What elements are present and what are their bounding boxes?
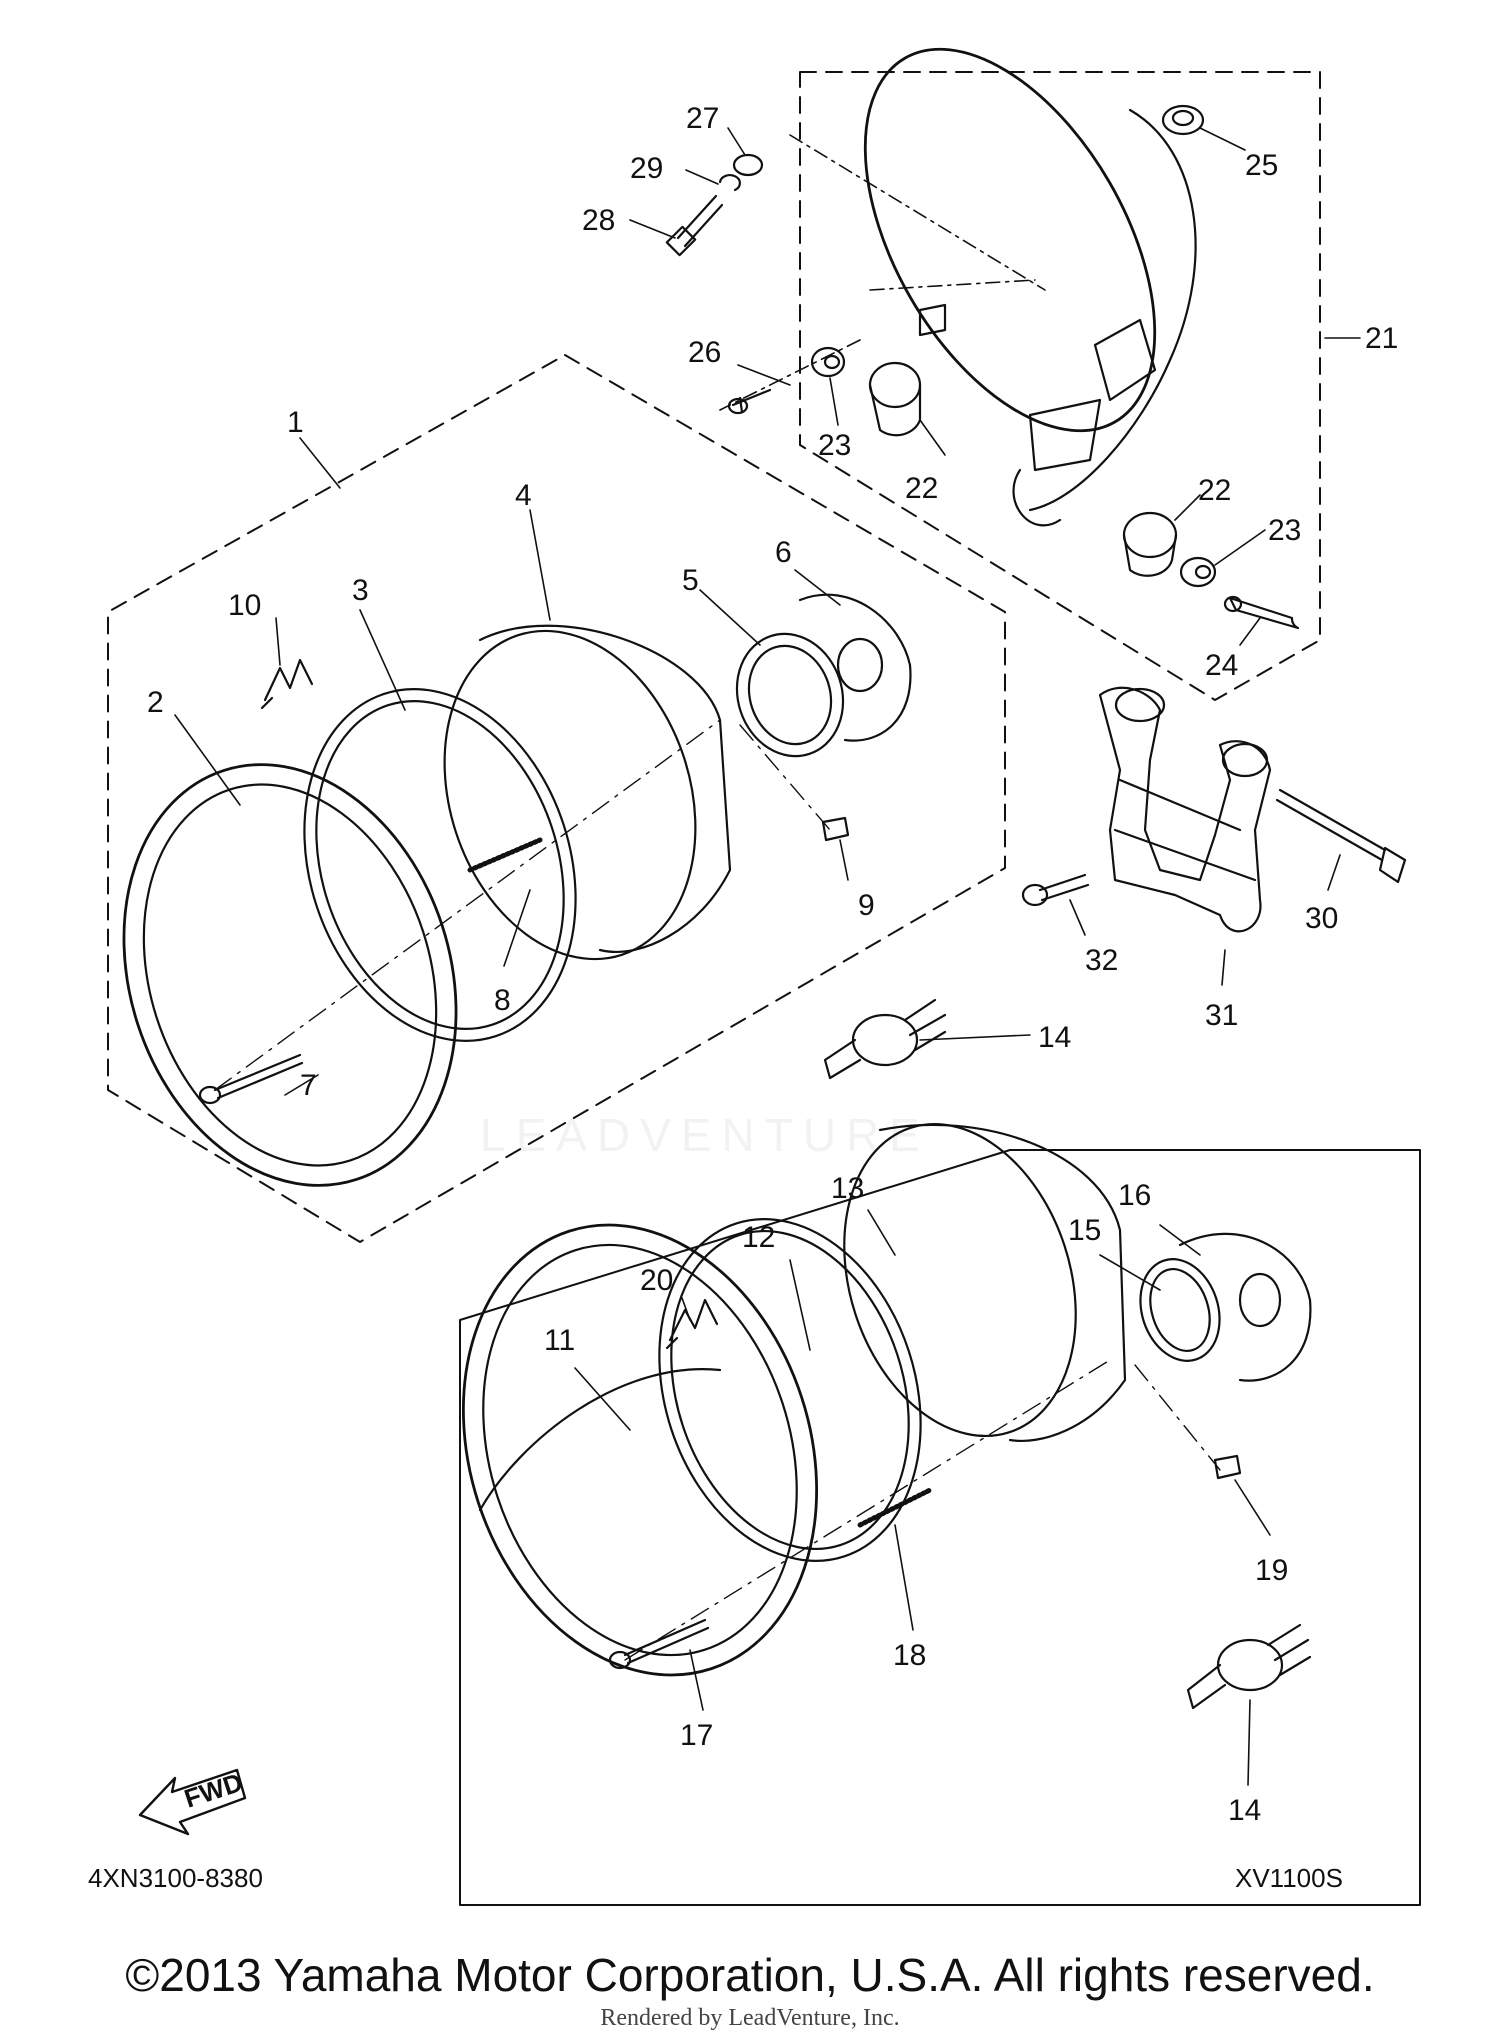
watermark: LEADVENTURE — [480, 1109, 930, 1161]
headlight-unit-group-boundary — [107, 354, 1006, 1243]
bulb-14-lower — [1186, 1623, 1312, 1710]
callout-17: 17 — [680, 1719, 713, 1752]
callout-6: 6 — [775, 536, 792, 569]
callout-15: 15 — [1068, 1214, 1101, 1247]
xv1100s-variant-boundary — [459, 1149, 1421, 1906]
callout-5: 5 — [682, 564, 699, 597]
callout-10: 10 — [228, 589, 261, 622]
collar-24 — [1223, 595, 1300, 630]
callout-20: 20 — [640, 1264, 673, 1297]
nut-9 — [821, 816, 850, 842]
callout-28: 28 — [582, 204, 615, 237]
callout-11: 11 — [544, 1324, 575, 1357]
callout-21: 21 — [1365, 322, 1398, 355]
bulb-14-upper — [823, 998, 947, 1080]
model-label: XV1100S — [1235, 1863, 1343, 1893]
callout-labels: 1 2 3 4 5 6 7 8 9 10 11 12 13 14 14 15 1… — [88, 102, 1398, 1893]
callout-8: 8 — [494, 984, 511, 1017]
bulb-socket-cover-15 — [1139, 1258, 1221, 1362]
callout-32: 32 — [1085, 944, 1118, 977]
headlight-bracket — [1098, 686, 1272, 933]
bushing-22-bottom — [1122, 511, 1178, 577]
headlight-body-group-boundary — [799, 71, 1321, 701]
callout-26: 26 — [688, 336, 721, 369]
socket-cover-6 — [798, 593, 912, 742]
washer-23-top — [810, 346, 846, 378]
fwd-label: FWD — [181, 1767, 247, 1814]
callout-18: 18 — [893, 1639, 926, 1672]
callout-16: 16 — [1118, 1179, 1151, 1212]
headlight-body — [719, 47, 1197, 527]
callout-12: 12 — [742, 1221, 775, 1254]
socket-cover-16 — [1178, 1232, 1312, 1382]
callout-3: 3 — [352, 574, 369, 607]
spring-18 — [857, 1487, 933, 1528]
callout-14-lower: 14 — [1228, 1794, 1261, 1827]
bushing-22-top — [868, 361, 922, 437]
callout-7: 7 — [300, 1069, 317, 1102]
grommet-25 — [1161, 104, 1205, 136]
upper-axis-line — [214, 719, 831, 1091]
rendered-by-note: Rendered by LeadVenture, Inc. — [600, 2005, 900, 2031]
callout-13: 13 — [831, 1172, 864, 1205]
callout-24: 24 — [1205, 649, 1238, 682]
headlight-rim-2 — [122, 763, 458, 1187]
fwd-arrow-icon: FWD — [138, 1767, 247, 1836]
reflector-4 — [443, 624, 732, 961]
callout-31: 31 — [1205, 999, 1238, 1032]
adjust-screw-17 — [608, 1618, 710, 1670]
clip-10 — [260, 658, 314, 710]
callout-14-upper: 14 — [1038, 1021, 1071, 1054]
callout-25: 25 — [1245, 149, 1278, 182]
bolt-30 — [1275, 788, 1407, 884]
callout-23-bottom: 23 — [1268, 514, 1301, 547]
callout-30: 30 — [1305, 902, 1338, 935]
callout-22-top: 22 — [905, 472, 938, 505]
screw-26 — [727, 388, 772, 415]
callout-29: 29 — [630, 152, 663, 185]
callout-22-bottom: 22 — [1198, 474, 1231, 507]
lens-unit-12 — [658, 1218, 922, 1562]
diagram-code: 4XN3100-8380 — [88, 1863, 263, 1893]
washer-27 — [732, 153, 764, 177]
bulb-socket-cover-5 — [735, 632, 845, 758]
adjust-screw-7 — [198, 1053, 304, 1105]
callout-9: 9 — [858, 889, 875, 922]
callout-27: 27 — [686, 102, 719, 135]
callout-19: 19 — [1255, 1554, 1288, 1587]
spring-8 — [467, 837, 543, 873]
callout-2: 2 — [147, 686, 164, 719]
headlight-rim-11 — [461, 1223, 819, 1677]
bolt-28 — [665, 194, 724, 257]
lock-washer-29 — [718, 174, 741, 192]
bolt-32 — [1021, 873, 1090, 907]
copyright-notice: ©2013 Yamaha Motor Corporation, U.S.A. A… — [125, 1949, 1375, 2001]
reflector-13 — [843, 1122, 1127, 1442]
leader-lines — [174, 127, 1361, 1786]
washer-23-bottom — [1179, 556, 1217, 588]
callout-4: 4 — [515, 479, 532, 512]
lower-axis-line — [624, 1359, 1221, 1661]
callout-1: 1 — [287, 406, 304, 439]
nut-19 — [1213, 1454, 1242, 1480]
clip-20 — [665, 1298, 719, 1350]
lens-unit-3 — [303, 688, 577, 1042]
callout-23-top: 23 — [818, 429, 851, 462]
